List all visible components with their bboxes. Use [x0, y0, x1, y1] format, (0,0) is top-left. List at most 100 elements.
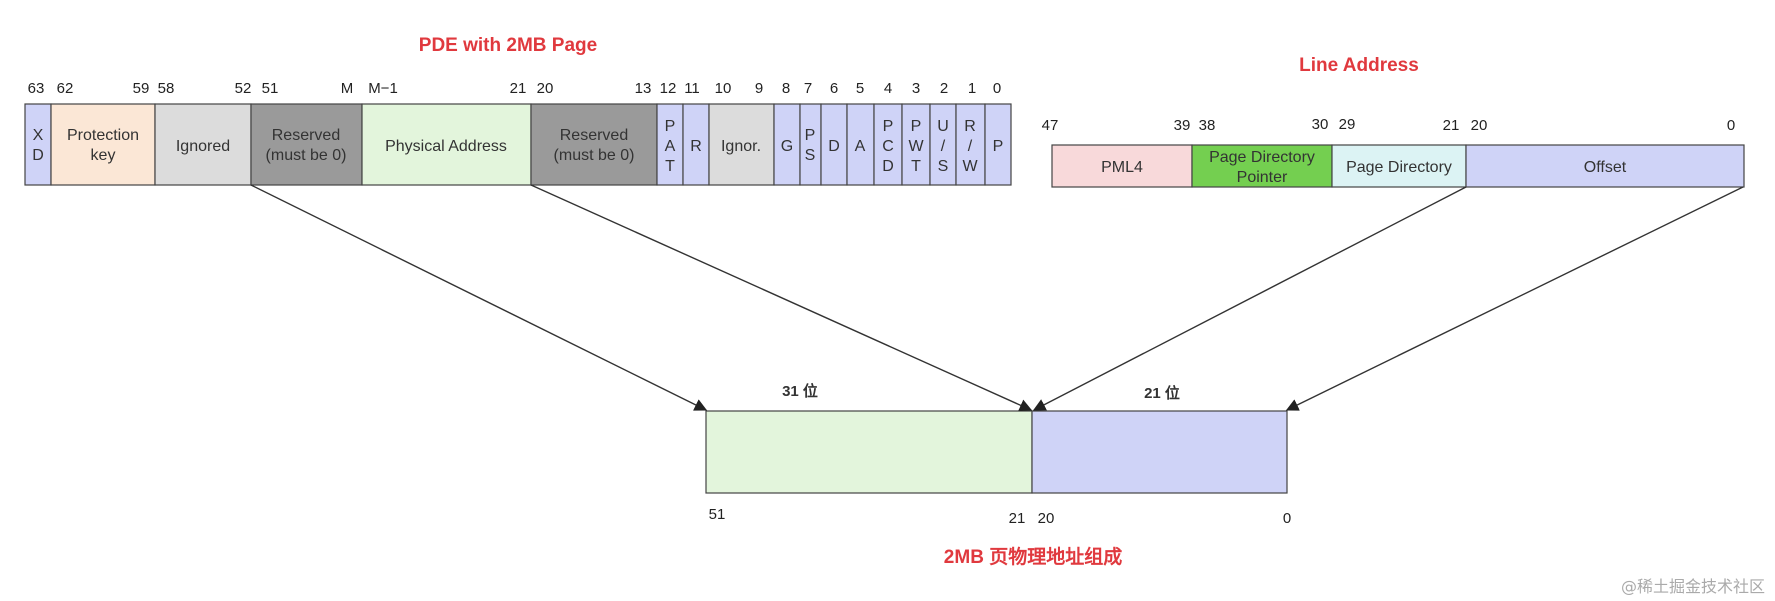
field-label-line: U: [937, 118, 949, 135]
mapping-arrows: [250, 184, 1744, 412]
bit-number: 52: [235, 80, 252, 97]
bit-number: 51: [262, 80, 279, 97]
line-field-pd: [1331, 144, 1467, 188]
pde-field-res1: [250, 103, 363, 186]
bit-number: 21: [1009, 510, 1026, 527]
pde-field-res2: [530, 103, 658, 186]
field-label-line: S: [805, 147, 816, 164]
pde-field-r: [682, 103, 710, 186]
bit-number: 58: [158, 80, 175, 97]
field-label-line: Physical Address: [385, 138, 507, 155]
line-field-off: [1465, 144, 1745, 188]
bit-number: 38: [1199, 117, 1216, 134]
pde-field-ps: [799, 103, 822, 186]
bit-number: 3: [912, 80, 920, 97]
field-label-line: D: [882, 158, 894, 175]
pde-bit-numbers: 63 62 59 58 52 51 M M−1 21 20 13 12 11 1…: [28, 80, 1002, 97]
field-label-line: S: [938, 158, 949, 175]
field-label-line: /: [941, 138, 946, 155]
field-label-line: P: [805, 127, 816, 144]
arrow: [530, 184, 1033, 412]
bit-number: 12: [660, 80, 677, 97]
pde-field-g: [773, 103, 801, 186]
bit-number: 5: [856, 80, 864, 97]
bit-number: 29: [1339, 116, 1356, 133]
pde-fields: [24, 103, 1012, 186]
pde-field-pk: [50, 103, 156, 186]
field-label-line: Ignored: [176, 138, 230, 155]
bit-number: 30: [1312, 116, 1329, 133]
bit-number: 63: [28, 80, 45, 97]
bit-number: M−1: [368, 80, 398, 97]
field-label-line: T: [665, 158, 675, 175]
field-label-line: Ignor.: [721, 138, 761, 155]
watermark-text: @稀土掘金技术社区: [1621, 577, 1765, 596]
bit-number: 59: [133, 80, 150, 97]
field-label-line: (must be 0): [266, 147, 347, 164]
field-label-line: P: [883, 118, 894, 135]
field-label-line: PML4: [1101, 159, 1143, 176]
pde-field-p: [984, 103, 1012, 186]
field-label-line: X: [33, 127, 44, 144]
bit-number: 11: [684, 80, 700, 97]
bit-number: 20: [1038, 510, 1055, 527]
pde-field-labels: X D Protection key Ignored Reserved (mus…: [32, 118, 1003, 175]
pde-field-rw: [955, 103, 986, 186]
line-fields: PML4 Page Directory Pointer Page Directo…: [1051, 144, 1745, 188]
line-field-pdp: [1191, 144, 1333, 188]
pde-field-phys: [361, 103, 532, 186]
pde-field-pcd: [873, 103, 903, 186]
line-address-title: Line Address: [1299, 55, 1419, 76]
arrow: [1285, 186, 1744, 411]
bit-number: 7: [804, 80, 812, 97]
field-label-line: key: [91, 147, 116, 164]
bit-number: 51: [709, 506, 726, 523]
bit-number: 13: [635, 80, 652, 97]
pde-title: PDE with 2MB Page: [419, 35, 597, 56]
result-title: 2MB 页物理地址组成: [944, 545, 1122, 568]
bit-number: 8: [782, 80, 790, 97]
field-label-line: (must be 0): [554, 147, 635, 164]
field-label-line: Offset: [1584, 159, 1627, 176]
field-label-line: A: [855, 138, 866, 155]
field-label-line: Page Directory: [1209, 149, 1315, 166]
field-label-line: Reserved: [560, 127, 628, 144]
field-label-line: G: [781, 138, 793, 155]
bit-number: 39: [1174, 117, 1191, 134]
line-bit-numbers: 47 39 38 30 29 21 20 0: [1042, 116, 1736, 134]
bit-number: 10: [715, 80, 732, 97]
bit-number: 0: [993, 80, 1001, 97]
field-label-line: Protection: [67, 127, 139, 144]
bit-number: 0: [1727, 117, 1735, 134]
line-field-pml4: [1051, 144, 1193, 188]
pde-field-xd: [24, 103, 52, 186]
field-label-line: /: [968, 138, 973, 155]
bit-number: 20: [537, 80, 554, 97]
result-field-hi: [705, 410, 1033, 494]
pde-field-d: [820, 103, 848, 186]
bit-number: 9: [755, 80, 763, 97]
field-label-line: D: [32, 147, 44, 164]
bit-number: 6: [830, 80, 838, 97]
bit-number: 2: [940, 80, 948, 97]
field-label-line: Page Directory: [1346, 159, 1452, 176]
result-field-lo: [1031, 410, 1288, 494]
field-label-line: R: [690, 138, 702, 155]
field-label-line: Reserved: [272, 127, 340, 144]
bit-number: 20: [1471, 117, 1488, 134]
field-label-line: P: [911, 118, 922, 135]
field-label-line: C: [882, 138, 894, 155]
field-label-line: D: [828, 138, 840, 155]
bit-number: 21: [510, 80, 527, 97]
bit-number: 0: [1283, 510, 1291, 527]
field-label-line: A: [665, 138, 676, 155]
field-label-line: P: [993, 138, 1004, 155]
arrow: [1032, 186, 1467, 411]
arrow: [250, 184, 708, 411]
pde-field-a: [846, 103, 875, 186]
bit-number: 62: [57, 80, 74, 97]
pde-field-pat: [656, 103, 684, 186]
bit-number: 4: [884, 80, 892, 97]
pde-field-pwt: [901, 103, 931, 186]
